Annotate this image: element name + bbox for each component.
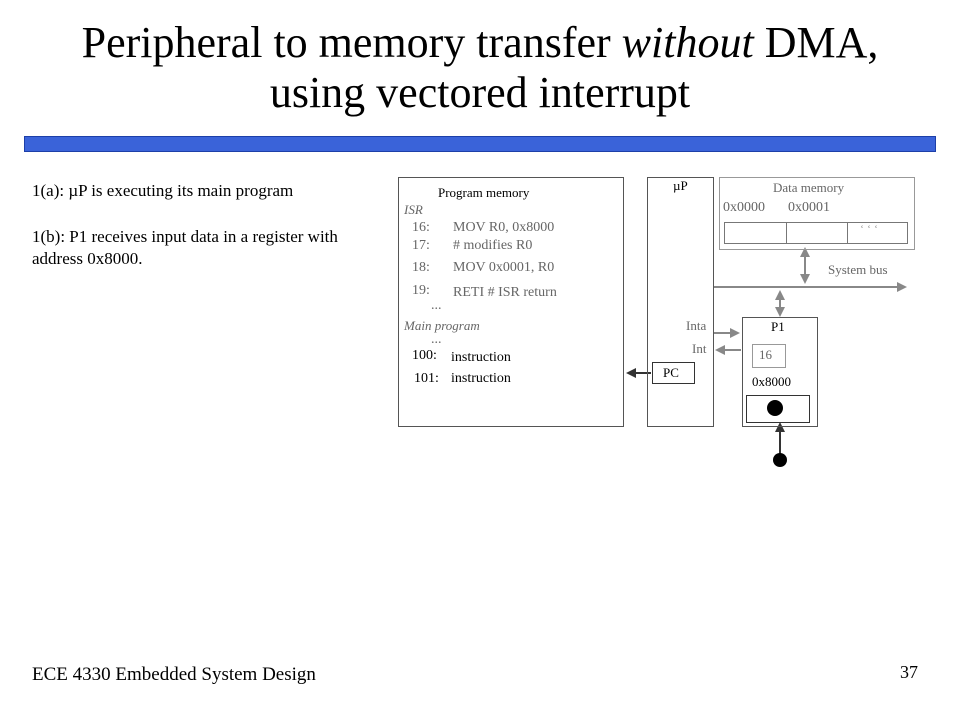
- program-memory-title: Program memory: [438, 185, 530, 200]
- isr-line-17-addr: 17:: [412, 238, 430, 253]
- data-memory-box: [719, 177, 915, 250]
- main-line-100-addr: 100:: [412, 348, 437, 363]
- peripheral-p1-label: P1: [771, 319, 785, 334]
- microprocessor-label: µP: [673, 178, 688, 193]
- title-divider-bar: [24, 136, 936, 152]
- microprocessor-box: [647, 177, 714, 427]
- isr-line-16-text: MOV R0, 0x8000: [453, 220, 555, 235]
- title-emphasis: without: [621, 18, 754, 67]
- register-data-dot: [767, 400, 783, 416]
- data-memory-cell-1: [786, 222, 848, 244]
- isr-ellipsis: ...: [431, 298, 442, 313]
- peripheral-register-address: 0x8000: [752, 374, 791, 389]
- program-memory-box: [398, 177, 624, 427]
- footer-course-title: ECE 4330 Embedded System Design: [32, 664, 316, 685]
- peripheral-value-box: [752, 344, 786, 368]
- int-label: Int: [692, 341, 707, 356]
- isr-line-18-addr: 18:: [412, 260, 430, 275]
- title-line-2: using vectored interrupt: [269, 68, 691, 117]
- slide-title: Peripheral to memory transfer without DM…: [0, 18, 960, 118]
- step-1a: 1(a): µP is executing its main program: [32, 181, 294, 200]
- peripheral-value: 16: [759, 347, 772, 362]
- data-memory-addr-1: 0x0001: [788, 200, 830, 215]
- system-bus-label: System bus: [828, 262, 888, 277]
- main-program-label: Main program: [404, 318, 480, 333]
- main-ellipsis: ...: [431, 332, 442, 347]
- isr-line-16-addr: 16:: [412, 220, 430, 235]
- isr-label: ISR: [404, 202, 423, 217]
- main-line-101-text: instruction: [451, 371, 511, 386]
- pc-register: [652, 362, 695, 384]
- pc-label: PC: [663, 365, 679, 380]
- isr-line-18-text: MOV 0x0001, R0: [453, 260, 555, 275]
- data-memory-addr-0: 0x0000: [723, 200, 765, 215]
- isr-line-19-addr: 19:: [412, 283, 430, 298]
- data-memory-ellipsis: ʿ ʿ ʿ: [860, 223, 878, 237]
- inta-label: Inta: [686, 318, 707, 333]
- isr-line-19-text: RETI # ISR return: [453, 285, 557, 300]
- main-line-101-addr: 101:: [414, 371, 439, 386]
- data-memory-cell-2: [847, 222, 908, 244]
- title-part-1: Peripheral to memory transfer: [81, 18, 622, 67]
- input-source-dot: [773, 453, 787, 467]
- step-1b: 1(b): P1 receives input data in a regist…: [32, 227, 338, 268]
- peripheral-data-register: [746, 395, 810, 423]
- page-number: 37: [900, 662, 918, 682]
- isr-line-17-text: # modifies R0: [453, 238, 533, 253]
- data-memory-title: Data memory: [773, 180, 845, 195]
- main-line-100-text: instruction: [451, 350, 511, 365]
- peripheral-p1-box: [742, 317, 818, 427]
- title-part-2: DMA,: [753, 18, 879, 67]
- data-memory-cell-0: [724, 222, 787, 244]
